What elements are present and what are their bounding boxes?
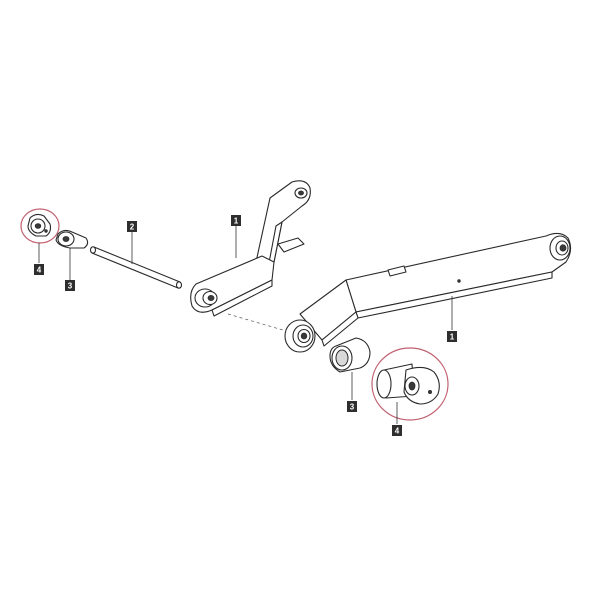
callout-label: 1 (234, 217, 239, 226)
callout-tag-right-bushing: 3 (347, 401, 357, 412)
callout-tag-left-arm: 1 (231, 215, 241, 226)
left-fitting-highlight-circle (20, 208, 60, 244)
callout-label: 1 (450, 333, 455, 342)
callout-tag-right-fitting: 4 (392, 425, 402, 436)
callout-label: 2 (130, 223, 135, 232)
left-bushing-part (55, 229, 89, 249)
right-fitting-highlight-circle (371, 347, 449, 421)
left-fitting-part (27, 213, 52, 237)
left-arm-part (190, 180, 311, 317)
callout-tag-left-bushing: 3 (65, 280, 75, 291)
right-bushing-part (329, 337, 371, 373)
right-fitting-part (376, 363, 440, 405)
callout-tag-pin: 2 (127, 221, 137, 232)
right-arm-part (284, 232, 572, 353)
callout-label: 3 (350, 403, 355, 412)
callout-label: 3 (68, 282, 73, 291)
callout-label: 4 (395, 427, 400, 436)
callout-tag-left-fitting: 4 (34, 264, 44, 275)
callout-label: 4 (37, 266, 42, 275)
callout-tag-right-arm: 1 (447, 331, 457, 342)
pin-part (89, 246, 183, 289)
